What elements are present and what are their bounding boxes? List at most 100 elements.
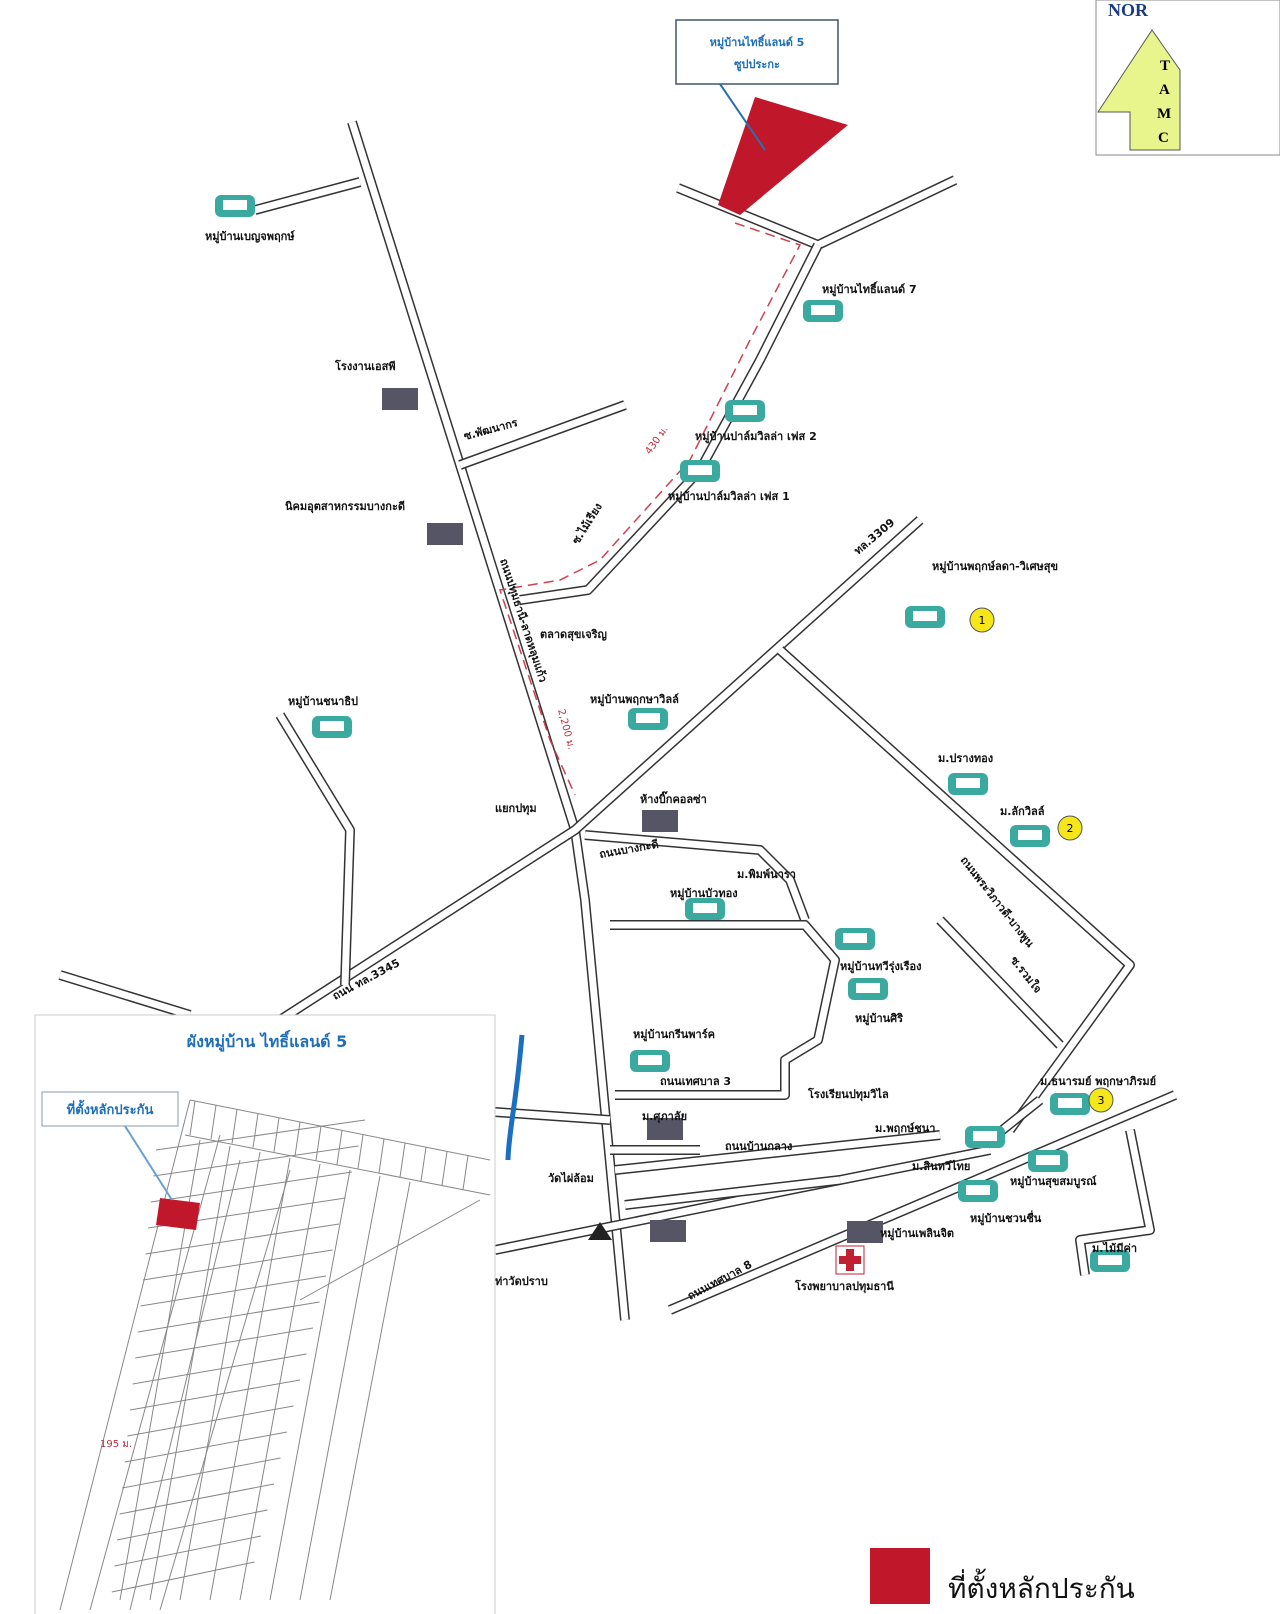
lot-line	[59, 1099, 191, 1611]
road	[278, 517, 923, 1023]
road	[584, 831, 809, 922]
callout-box	[675, 19, 839, 85]
lot-line	[210, 1105, 217, 1140]
marker-3: 3	[1098, 1094, 1105, 1107]
lot-line	[231, 1109, 238, 1144]
village-icons	[215, 195, 1130, 1272]
temple-icon	[588, 1222, 612, 1240]
north-arrow-icon	[1097, 29, 1181, 151]
village-icon	[1050, 1093, 1090, 1115]
marker-2: 2	[1067, 822, 1074, 835]
building-icon	[647, 1118, 683, 1140]
village-icon	[803, 300, 843, 322]
road	[348, 120, 629, 1321]
inset-label: ที่ตั้งหลักประกัน	[67, 1099, 154, 1118]
road	[777, 647, 1134, 1133]
north-arrow: NOR T A M C	[1095, 0, 1280, 156]
place-label: ม.ไม้มีค่า	[1092, 1241, 1137, 1255]
road	[1076, 1129, 1154, 1276]
village-icon	[848, 978, 888, 1000]
lot-line	[239, 1163, 321, 1601]
lot-line	[399, 1142, 406, 1178]
place-label: ม.ธนารมย์ พฤกษาภิรมย์	[1040, 1075, 1156, 1088]
village-icon	[948, 773, 988, 795]
building-icon	[642, 810, 678, 832]
lot-line	[132, 1353, 307, 1385]
lot-line	[273, 1117, 280, 1152]
place-label: หมู่บ้านปาล์มวิลล่า เฟส 2	[695, 430, 817, 444]
lot-line	[114, 1535, 262, 1567]
inset-plan: ผังหมู่บ้าน ไทธิ์แลนด์ 5 ที่ตั้งหลักประก…	[34, 1014, 496, 1614]
lot-line	[142, 1249, 333, 1281]
legend-swatch	[870, 1548, 930, 1604]
distance-label: 2,200 ม.	[555, 708, 576, 751]
lot-line	[420, 1147, 427, 1182]
north-letter: T	[1160, 58, 1170, 74]
lot-line	[209, 1157, 291, 1601]
building-icon	[382, 388, 418, 410]
lot-line	[315, 1126, 322, 1161]
place-label: นิคมอุตสาหกรรมบางกะดี	[285, 500, 405, 514]
hospital-icon	[835, 1245, 865, 1275]
village-icon	[958, 1180, 998, 1202]
road	[610, 921, 839, 1099]
lot-line	[124, 1431, 288, 1463]
lot-line	[122, 1457, 281, 1489]
north-letter: M	[1157, 106, 1171, 122]
lot-line	[111, 1561, 255, 1593]
marker-1: 1	[979, 614, 986, 627]
route-dashed	[499, 222, 802, 796]
place-label: หมู่บ้านเบญจพฤกษ์	[205, 230, 295, 244]
place-label: หมู่บ้านศิริ	[855, 1012, 903, 1026]
village-icon	[1090, 1250, 1130, 1272]
place-label: หมู่บ้านชนาธิป	[288, 695, 358, 709]
legend-label: ที่ตั้งหลักประกัน	[948, 1568, 1135, 1605]
place-label: หมู่บ้านสุขสมบูรณ์	[1010, 1175, 1097, 1189]
road	[776, 646, 1135, 1133]
place-label: ม.สินทวีไทย	[912, 1159, 970, 1173]
lot-line	[140, 1275, 327, 1307]
road	[676, 176, 957, 249]
place-label: หมู่บ้านพฤกษาวิลล์	[590, 693, 679, 707]
place-label: หมู่บ้านปาล์มวิลล่า เฟส 1	[668, 490, 790, 504]
village-icon	[835, 928, 875, 950]
lot-line	[137, 1301, 320, 1333]
place-label: โรงพยาบาลปทุมธานี	[794, 1279, 894, 1294]
lot-line	[184, 1134, 491, 1196]
village-icon	[965, 1126, 1005, 1148]
lot-line	[129, 1379, 301, 1411]
lot-line	[179, 1151, 261, 1601]
distance-label: 430 ม.	[643, 424, 670, 457]
place-label: ม.ปรางทอง	[938, 752, 993, 765]
lot-line	[269, 1169, 351, 1601]
lot-line	[336, 1130, 343, 1165]
place-label: ม.พิมพ์นารา	[737, 868, 796, 881]
lot-line	[153, 1145, 359, 1177]
callout-line1: หมู่บ้านไทธิ์แลนด์ 5	[710, 34, 805, 50]
lot-line	[119, 1483, 275, 1515]
building-icon	[650, 1220, 686, 1242]
road	[254, 178, 361, 214]
place-label: ซ.พัฒนากร	[462, 416, 519, 443]
place-label: หมู่บ้านบัวทอง	[670, 887, 738, 901]
building-icon	[427, 523, 463, 545]
callout-line2: ซูปประกะ	[734, 58, 780, 72]
road	[277, 713, 354, 986]
road	[614, 1131, 941, 1174]
lot-line	[299, 1199, 481, 1301]
lot-grid	[59, 1099, 491, 1611]
inset-label-box	[41, 1091, 179, 1127]
place-label: ห้างบิ๊กคอลซ่า	[640, 791, 707, 806]
village-icon	[1010, 825, 1050, 847]
road	[676, 175, 958, 250]
place-label: ถนนบ้านกลาง	[725, 1140, 792, 1153]
lot-line	[129, 1159, 241, 1611]
place-label: หมู่บ้านชวนชื่น	[970, 1210, 1042, 1226]
place-label: แยกปทุม	[495, 802, 537, 816]
village-icon	[725, 400, 765, 422]
place-label: หมู่บ้านทวีรุ่งเรือง	[840, 960, 922, 974]
lot-line	[155, 1119, 366, 1151]
village-icon	[312, 716, 352, 738]
lot-line	[294, 1121, 301, 1157]
place-label: ถนนเทศบาล 3	[660, 1075, 731, 1088]
